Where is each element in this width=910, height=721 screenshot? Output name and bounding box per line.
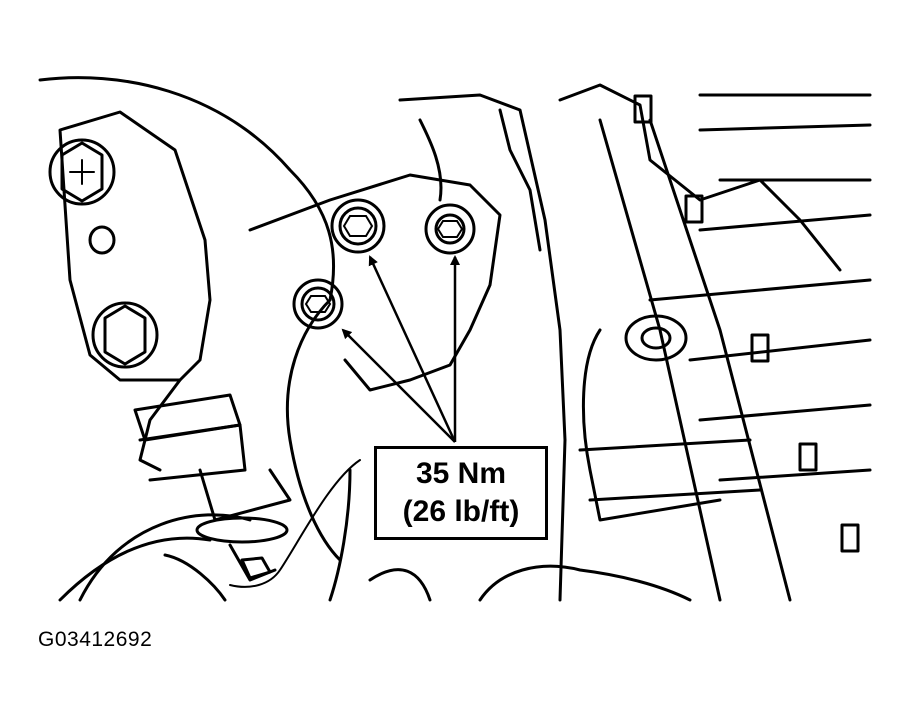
figure-id: G03412692: [38, 628, 153, 651]
torque-imperial-label: (26 lb/ft): [402, 495, 520, 528]
lower-pulley: [58, 513, 252, 602]
frame-bushing: [624, 314, 688, 362]
frame-bolt-4: [798, 442, 818, 472]
bracket-bolt-top: [48, 138, 116, 206]
frame-bolt-3: [750, 333, 770, 363]
frame-bolt-1: [633, 94, 653, 124]
frame-bolt-2: [684, 194, 704, 224]
bracket-hole: [88, 225, 116, 255]
torque-bolt-upper-left: [330, 198, 386, 254]
torque-callout: 35 Nm (26 lb/ft): [374, 446, 548, 540]
frame-bolt-5: [840, 523, 860, 553]
lower-stud: [133, 393, 292, 582]
torque-bolt-upper-right: [424, 203, 476, 255]
torque-metric-label: 35 Nm: [415, 457, 507, 490]
torque-bolt-lower: [292, 278, 344, 330]
frame-rails: [558, 83, 872, 602]
bracket-bolt-bottom: [91, 301, 159, 369]
mount-bracket-arm: [38, 76, 336, 472]
callout-leader-arrows: [341, 255, 460, 443]
harness-cable: [229, 459, 361, 588]
